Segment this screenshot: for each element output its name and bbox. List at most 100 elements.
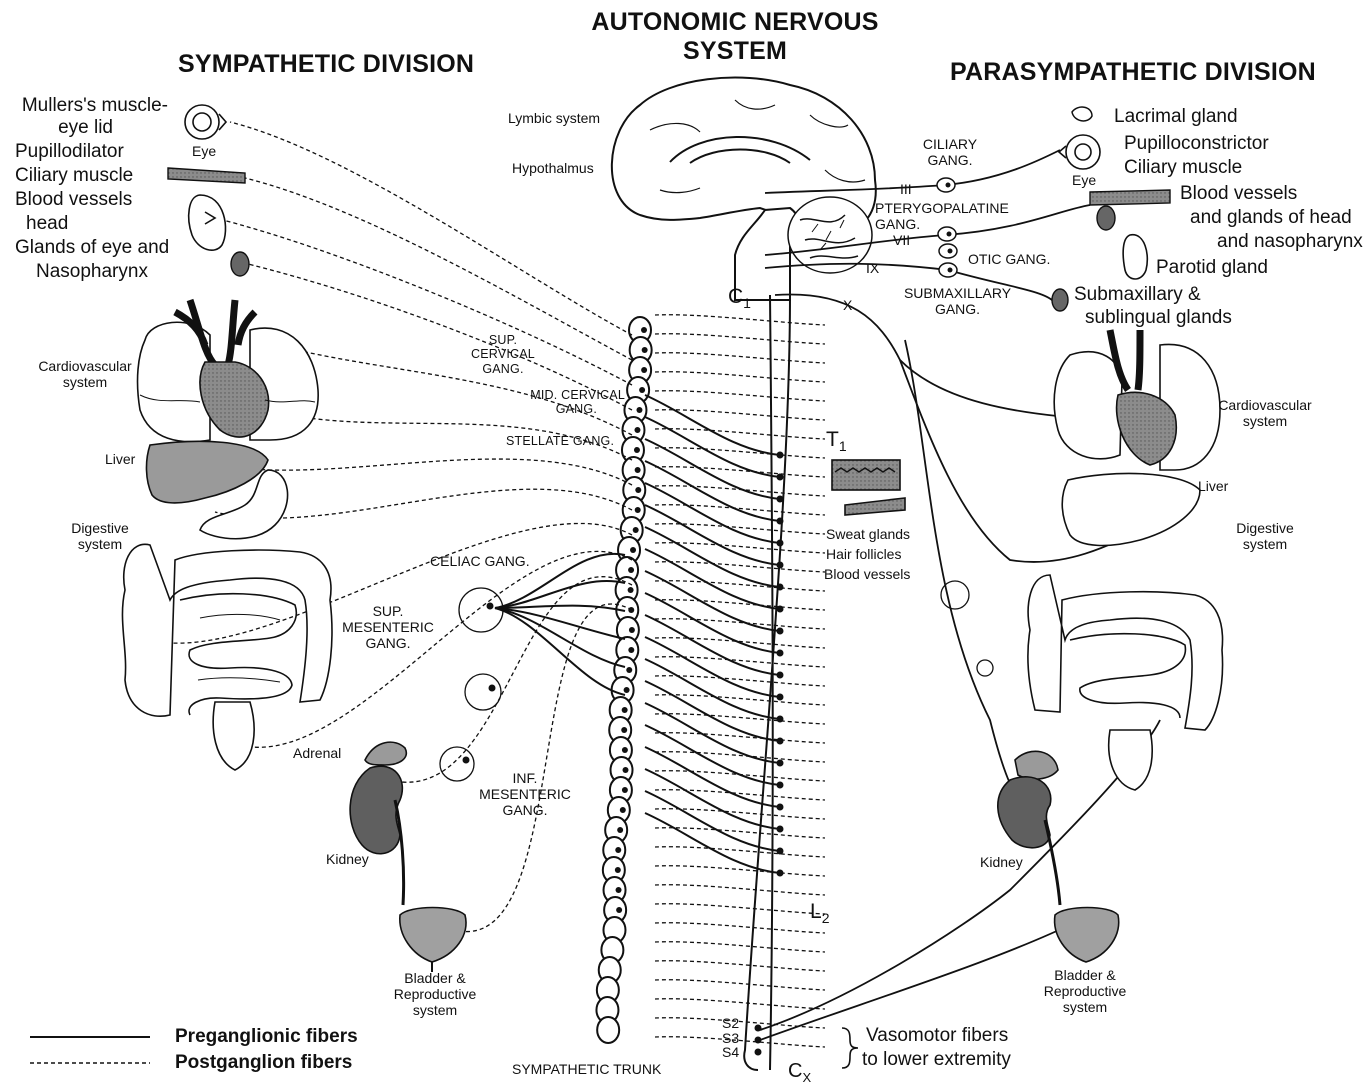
c1-letter: C bbox=[728, 285, 743, 308]
postganglionic-fiber-segment bbox=[655, 885, 825, 895]
preganglionic-fiber-segment bbox=[645, 483, 780, 543]
ganglion-neuron-dot bbox=[463, 757, 470, 764]
label-inf-mesenteric: INF. MESENTERIC GANG. bbox=[470, 770, 580, 818]
postganglionic-fiber-segment bbox=[655, 315, 825, 325]
chain-neuron-dot bbox=[622, 787, 628, 793]
chain-neuron-dot bbox=[622, 747, 628, 753]
cardio-right-line1: Cardiovascular bbox=[1210, 397, 1320, 413]
prevertebral-ganglion bbox=[459, 588, 503, 632]
label-submax-2: sublingual glands bbox=[1085, 307, 1232, 329]
vasomotor-brace bbox=[842, 1028, 858, 1068]
chain-neuron-dot bbox=[639, 387, 645, 393]
chain-neuron-dot bbox=[633, 527, 639, 533]
mid-cervical-line1: MID. CERVICAL bbox=[500, 388, 625, 402]
label-cn10: X bbox=[843, 297, 852, 313]
submax-gang-line2: GANG. bbox=[890, 301, 1025, 317]
left-intestines bbox=[122, 544, 332, 770]
ganglion-neuron-dot bbox=[948, 249, 953, 254]
label-mullers: Mullers's muscle- eye lid bbox=[10, 95, 168, 139]
cord-neuron-dot bbox=[777, 672, 784, 679]
cord-neuron-dot bbox=[777, 474, 784, 481]
chain-neuron-dot bbox=[628, 647, 634, 653]
main-title-line2: SYSTEM bbox=[560, 37, 910, 66]
chain-neuron-dot bbox=[629, 627, 635, 633]
right-heart-lungs bbox=[1054, 330, 1220, 470]
label-sup-mesenteric: SUP. MESENTERIC GANG. bbox=[338, 603, 438, 651]
chain-neuron-dot bbox=[628, 587, 634, 593]
bladder-right-line1: Bladder & bbox=[1030, 967, 1140, 983]
label-blood: Blood vessels bbox=[824, 566, 910, 582]
mullers-line1: Mullers's muscle- bbox=[10, 95, 168, 117]
cord-neuron-dot bbox=[777, 760, 784, 767]
chain-neuron-dot bbox=[634, 447, 640, 453]
postganglionic-fiber-segment bbox=[655, 486, 825, 496]
bladder-right-line2: Reproductive bbox=[1030, 983, 1140, 999]
postganglionic-fiber-segment bbox=[655, 372, 825, 382]
label-bv-right-1: Blood vessels bbox=[1180, 183, 1297, 205]
cardio-left-line1: Cardiovascular bbox=[20, 358, 150, 374]
chain-neuron-dot bbox=[641, 327, 647, 333]
chain-neuron-dot bbox=[641, 367, 647, 373]
cord-neuron-dot bbox=[777, 694, 784, 701]
cord-neuron-dot bbox=[777, 848, 784, 855]
label-mid-cervical: MID. CERVICAL GANG. bbox=[500, 388, 625, 417]
right-submax-gland bbox=[1052, 289, 1068, 311]
cord-neuron-dot bbox=[777, 606, 784, 613]
postganglionic-fiber-segment bbox=[655, 866, 825, 876]
label-kidney-left: Kidney bbox=[326, 851, 369, 867]
cord-neuron-dot bbox=[777, 870, 784, 877]
ganglion-neuron-dot bbox=[489, 685, 496, 692]
right-eye bbox=[1059, 135, 1100, 169]
label-c1: C1 bbox=[728, 285, 751, 311]
preganglionic-fiber-segment bbox=[645, 505, 780, 565]
sympathetic-postganglionic bbox=[230, 122, 632, 335]
ganglion-neuron-dot bbox=[487, 603, 494, 610]
sup-cervical-line2: CERVICAL bbox=[468, 347, 538, 361]
cord-neuron-dot bbox=[777, 826, 784, 833]
label-hair: Hair follicles bbox=[826, 546, 901, 562]
ganglion-neuron-dot bbox=[948, 268, 953, 273]
label-digestive-right: Digestive system bbox=[1215, 520, 1315, 552]
preganglionic-fiber-segment bbox=[645, 769, 780, 829]
label-cardio-right: Cardiovascular system bbox=[1210, 397, 1320, 429]
sympathetic-postganglionic bbox=[245, 178, 632, 360]
label-head: head bbox=[26, 213, 68, 235]
cord-neuron-dot bbox=[777, 716, 784, 723]
mullers-line2: eye lid bbox=[10, 117, 113, 139]
left-eye bbox=[185, 105, 226, 139]
label-ciliary-right: Ciliary muscle bbox=[1124, 157, 1242, 179]
label-liver-left: Liver bbox=[105, 451, 135, 467]
cardio-right-line2: system bbox=[1210, 413, 1320, 429]
preganglionic-fiber-segment bbox=[645, 395, 780, 455]
bladder-left-line2: Reproductive bbox=[385, 986, 485, 1002]
right-lacrimal-gland bbox=[1072, 107, 1092, 121]
label-parotid: Parotid gland bbox=[1156, 257, 1268, 279]
left-blood-vessel bbox=[168, 168, 245, 183]
postganglionic-fiber-segment bbox=[655, 923, 825, 933]
chain-ganglion bbox=[597, 1017, 619, 1043]
vagus-to-kidney bbox=[905, 340, 1020, 800]
legend-preganglionic: Preganglionic fibers bbox=[175, 1026, 358, 1048]
c1-sub: 1 bbox=[743, 295, 751, 311]
cord-neuron-dot bbox=[777, 650, 784, 657]
cord-neuron-dot bbox=[777, 452, 784, 459]
postganglionic-fiber-segment bbox=[655, 600, 825, 610]
label-pupillodilator: Pupillodilator bbox=[15, 141, 124, 163]
inf-mes-line1: INF. bbox=[470, 770, 580, 786]
sympathetic-chain bbox=[596, 317, 651, 1043]
label-bv-right-2: and glands of head bbox=[1190, 207, 1352, 229]
label-vasomotor-1: Vasomotor fibers bbox=[866, 1025, 1008, 1047]
right-liver bbox=[1062, 473, 1200, 545]
postganglionic-fiber-segment bbox=[655, 391, 825, 401]
label-t1: T1 bbox=[826, 428, 847, 454]
label-lymbic: Lymbic system bbox=[508, 110, 600, 126]
label-otic: OTIC GANG. bbox=[968, 251, 1050, 267]
sup-mes-line2: MESENTERIC bbox=[338, 619, 438, 635]
label-ciliary-gang: CILIARY GANG. bbox=[905, 136, 995, 168]
ganglion-neuron-dot bbox=[947, 232, 952, 237]
label-hypothalmus: Hypothalmus bbox=[512, 160, 594, 176]
cord-neuron-dot bbox=[777, 496, 784, 503]
intramural-ganglion bbox=[977, 660, 993, 676]
legend-postganglion: Postganglion fibers bbox=[175, 1052, 352, 1074]
mid-cervical-line2: GANG. bbox=[500, 402, 597, 416]
